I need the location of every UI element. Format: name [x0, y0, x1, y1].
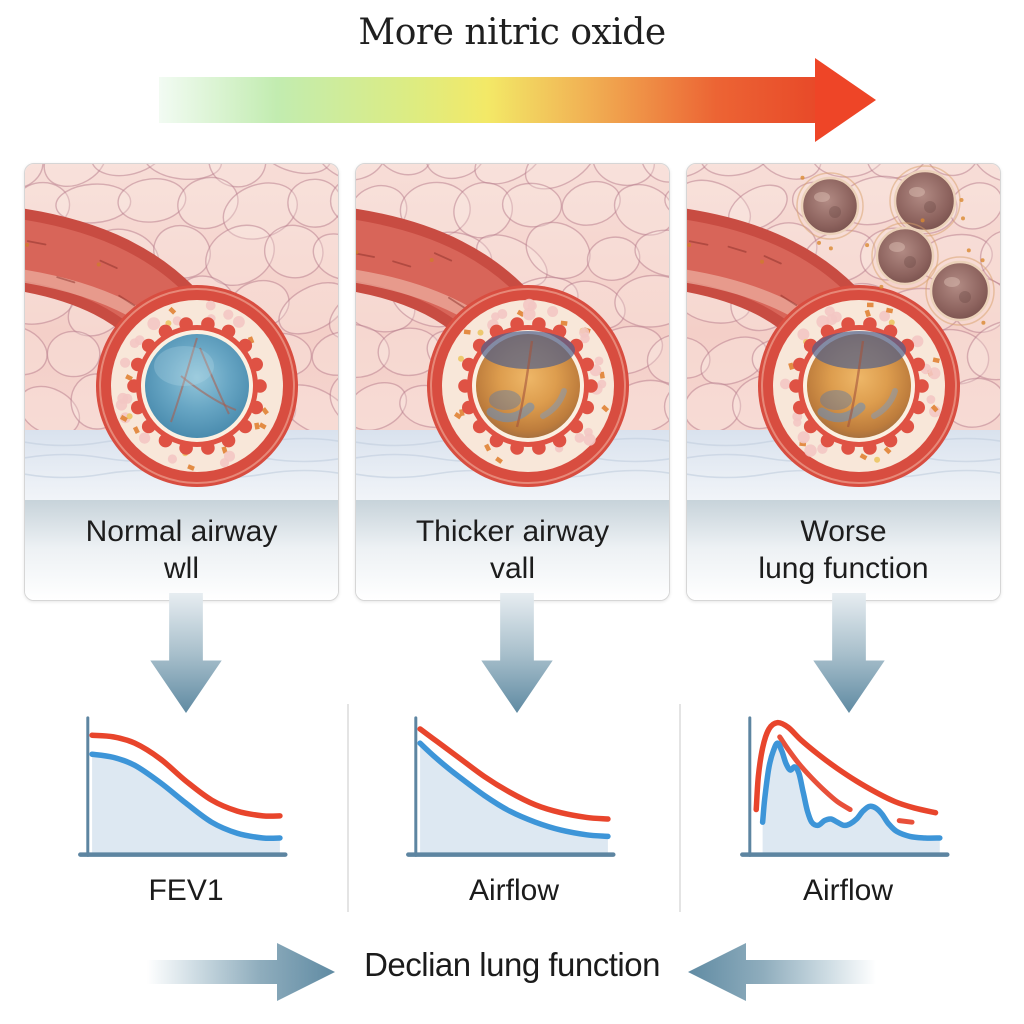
- inward-right-arrow-icon: [147, 943, 335, 1001]
- chart-divider: [347, 704, 349, 912]
- caption-line: wll: [164, 552, 199, 585]
- airflow-chart: [403, 710, 625, 868]
- panel-worse-lung-function: Worse lung function: [686, 163, 1001, 601]
- chart-divider: [679, 704, 681, 912]
- chart-title-airflow-1: Airflow: [468, 874, 559, 907]
- down-arrow-icon: [150, 593, 222, 714]
- thicker-airway-illustration: [356, 164, 669, 500]
- panel-caption-normal: Normal airway wll: [25, 500, 338, 600]
- down-arrow-icon: [813, 593, 885, 714]
- inward-left-arrow-icon: [688, 943, 876, 1001]
- page-title: More nitric oxide: [358, 12, 666, 53]
- decline-lung-function-label: Declian lung function: [364, 946, 660, 983]
- gradient-arrow-head: [815, 58, 876, 142]
- fev1-chart: [75, 710, 297, 868]
- chart-title-fev1: FEV1: [148, 874, 224, 907]
- panel-caption-worse: Worse lung function: [687, 500, 1000, 600]
- airflow-spiky-chart: [737, 710, 959, 868]
- worse-lung-illustration: [687, 164, 1000, 500]
- caption-line: Thicker airway: [415, 515, 610, 548]
- chart-title-airflow-2: Airflow: [802, 874, 893, 907]
- caption-line: vall: [489, 552, 535, 585]
- nitric-oxide-gradient-arrow-icon: [159, 58, 876, 142]
- caption-line: Normal airway: [85, 515, 278, 548]
- normal-airway-illustration: [25, 164, 338, 500]
- caption-line: Worse: [800, 515, 887, 548]
- panel-caption-thicker: Thicker airway vall: [356, 500, 669, 600]
- panel-normal-airway: Normal airway wll: [24, 163, 339, 601]
- down-arrow-icon: [481, 593, 553, 714]
- gradient-arrow-body: [159, 77, 815, 123]
- panel-thicker-airway: Thicker airway vall: [355, 163, 670, 601]
- caption-line: lung function: [758, 552, 929, 585]
